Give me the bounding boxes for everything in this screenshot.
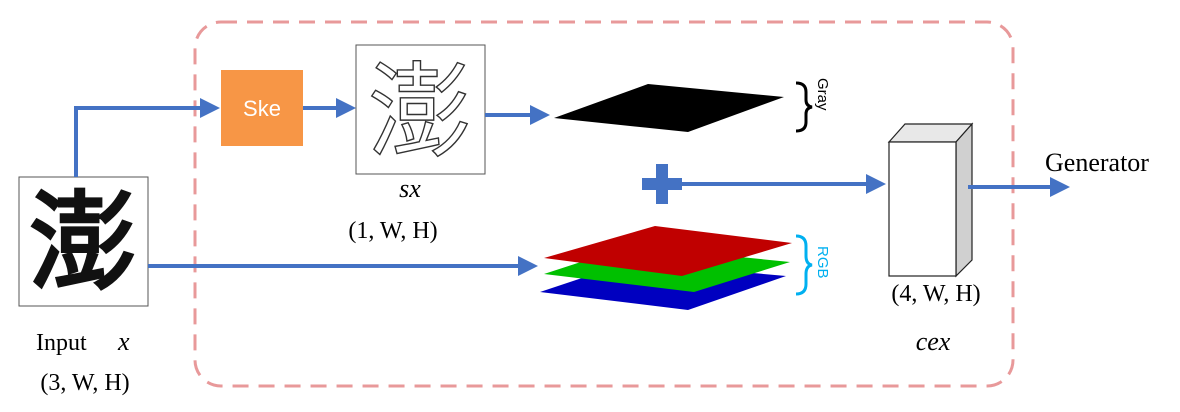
output-block <box>887 122 974 278</box>
gray-label: Gray <box>814 78 831 111</box>
output-var: cex <box>916 327 951 356</box>
rgb-bracket <box>795 234 813 296</box>
gray-plane <box>554 84 784 132</box>
input-glyph: 澎 <box>29 181 137 306</box>
red-plane <box>544 226 792 276</box>
skeleton-image: 澎 <box>355 44 486 175</box>
generator-label: Generator <box>1045 148 1149 177</box>
skeleton-glyph: 澎 <box>368 51 472 173</box>
ske-label: Ske <box>243 96 281 121</box>
skeleton-var: sx <box>399 174 421 203</box>
input-image: 澎 <box>18 176 149 307</box>
skeleton-shape: (1, W, H) <box>348 218 437 244</box>
gray-bracket <box>795 81 813 133</box>
input-shape: (3, W, H) <box>40 370 129 396</box>
arrow-input-to-ske <box>74 98 220 177</box>
input-label: Input <box>36 330 87 356</box>
input-var: x <box>117 327 130 356</box>
ske-block <box>221 70 303 146</box>
rgb-label: RGB <box>814 246 831 279</box>
plus-icon <box>642 164 682 204</box>
module-border <box>193 20 1015 388</box>
output-shape: (4, W, H) <box>891 281 980 307</box>
